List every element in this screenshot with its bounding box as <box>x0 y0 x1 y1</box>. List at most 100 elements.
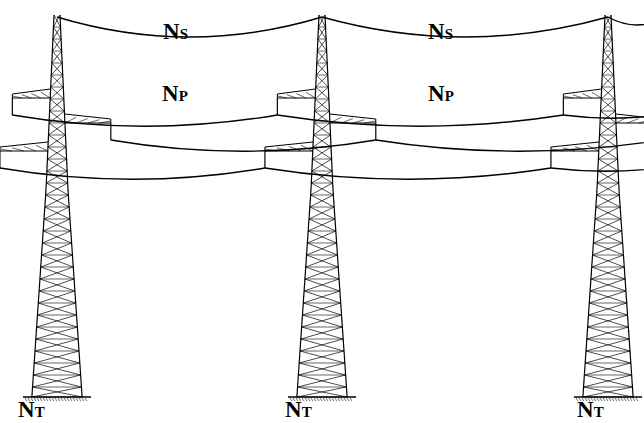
tower-leg <box>36 315 38 327</box>
lattice-member <box>49 123 65 135</box>
lattice-member <box>311 183 333 195</box>
ground-hatch <box>64 398 66 401</box>
lattice-member <box>584 375 631 376</box>
lattice-member <box>33 375 81 387</box>
lattice-member <box>53 27 60 28</box>
lattice-member <box>99 121 111 123</box>
lattice-member <box>53 27 61 39</box>
lattice-member <box>302 315 341 316</box>
lattice-member <box>591 279 625 280</box>
lattice-member <box>307 243 336 244</box>
lattice-member <box>51 75 63 87</box>
tower-leg <box>626 303 628 315</box>
tower-leg <box>591 255 593 267</box>
lattice-member <box>314 123 330 124</box>
lattice-member <box>593 243 623 255</box>
crossarm <box>551 142 599 168</box>
lattice-member <box>50 111 65 112</box>
tower-leg <box>336 243 338 255</box>
tower-leg <box>47 135 49 147</box>
tower-leg <box>613 75 615 87</box>
lattice-member <box>46 183 68 195</box>
tower-leg <box>41 243 43 255</box>
tower-leg <box>629 339 631 351</box>
shield-wire-label: NS <box>163 20 188 43</box>
phase-conductor <box>277 115 563 126</box>
tower-leg <box>69 207 71 219</box>
ground-hatch <box>302 398 304 401</box>
tower-leg <box>614 99 616 111</box>
tower-leg <box>73 267 75 279</box>
lattice-member <box>596 207 621 219</box>
lattice-member <box>303 303 341 315</box>
tower-label: NT <box>285 398 312 421</box>
ground-hatch <box>621 398 623 401</box>
lattice-member <box>305 279 340 291</box>
lattice-member <box>309 219 335 220</box>
lattice-member <box>317 51 326 52</box>
ground-hatch <box>627 398 629 401</box>
ground-hatch <box>624 398 626 401</box>
tower-leg <box>615 123 617 135</box>
lattice-member <box>603 63 614 75</box>
lattice-member <box>312 171 332 172</box>
lattice-member <box>42 243 72 255</box>
lattice-member <box>303 291 340 303</box>
tower-leg <box>70 231 72 243</box>
lattice-member <box>602 63 613 75</box>
ground-hatch <box>636 398 638 401</box>
lattice-tower <box>0 15 111 401</box>
lattice-member <box>309 207 334 219</box>
phase-conductor <box>265 168 551 179</box>
tower-leg <box>71 243 73 255</box>
lattice-member <box>311 171 332 183</box>
lattice-member <box>35 351 79 352</box>
lattice-member <box>299 363 345 375</box>
lattice-member <box>45 207 70 219</box>
lattice-member <box>316 87 329 88</box>
crossarm-member <box>12 89 50 94</box>
lattice-member <box>305 279 339 280</box>
lattice-member <box>41 255 73 267</box>
ground-hatch <box>58 398 60 401</box>
ground-hatch <box>55 398 57 401</box>
lattice-member <box>50 99 64 111</box>
shield-wire <box>322 17 608 37</box>
tower-leg <box>63 87 65 99</box>
lattice-member <box>51 75 62 76</box>
lattice-member <box>88 120 100 123</box>
lattice-member <box>46 183 67 184</box>
tower-leg <box>39 267 41 279</box>
tower-leg <box>333 195 335 207</box>
tower-leg <box>342 327 344 339</box>
tower-leg <box>34 339 36 351</box>
lattice-member <box>594 219 621 231</box>
ground-hatch <box>323 398 325 401</box>
tower-leg <box>618 171 620 183</box>
tower-leg <box>599 111 601 123</box>
tower-leg <box>69 219 71 231</box>
lattice-member <box>38 291 75 303</box>
lattice-member <box>302 327 343 328</box>
lattice-member <box>602 75 614 87</box>
tower-leg <box>76 315 78 327</box>
tower-leg <box>631 375 633 387</box>
lattice-member <box>573 95 583 98</box>
crossarm <box>277 89 315 115</box>
tower-leg <box>617 159 619 171</box>
tower-leg <box>316 51 318 63</box>
lattice-member <box>41 267 74 279</box>
shield-wire-label: NS <box>428 20 453 43</box>
tower-leg <box>597 171 599 183</box>
lattice-member <box>37 315 77 327</box>
lattice-member <box>584 363 630 375</box>
lattice-member <box>594 231 622 243</box>
tower-leg <box>43 219 45 231</box>
tower-leg <box>303 291 305 303</box>
lattice-member <box>313 147 332 159</box>
lattice-member <box>37 315 77 327</box>
ground-hatch <box>311 398 313 401</box>
ground-hatch <box>317 398 319 401</box>
tower-leg <box>618 183 620 195</box>
